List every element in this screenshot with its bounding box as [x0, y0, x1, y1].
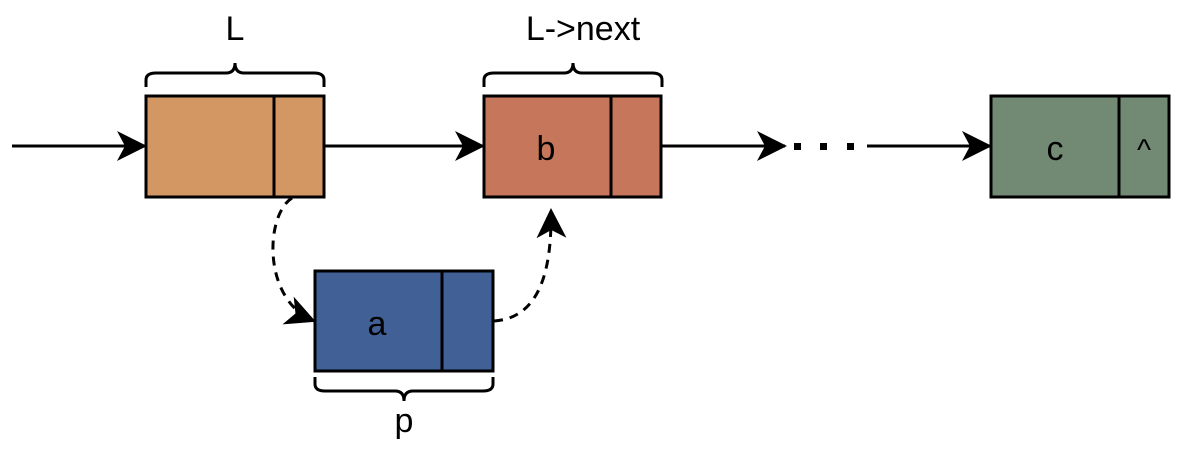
bracket-L — [144, 62, 326, 87]
edge-a-to-b-dashed — [493, 208, 567, 323]
node-L-box — [144, 94, 326, 199]
bracket-p — [313, 377, 495, 402]
node-c: c ^ — [989, 94, 1171, 199]
node-a-data: a — [368, 305, 387, 343]
node-b-box — [482, 94, 663, 199]
bracket-L-next — [482, 62, 664, 87]
ellipsis-dots — [794, 143, 854, 150]
node-b-data: b — [537, 130, 556, 168]
node-L: L — [144, 10, 326, 199]
node-c-box — [989, 94, 1171, 199]
node-b: b L->next — [482, 10, 664, 199]
edge-L-to-a-dashed — [271, 196, 316, 325]
node-c-data: c — [1047, 130, 1064, 168]
node-a-box — [313, 269, 495, 373]
label-p: p — [395, 402, 414, 440]
label-L-next: L->next — [526, 10, 641, 48]
node-c-null-pointer: ^ — [1137, 134, 1151, 167]
node-a: a p — [313, 269, 495, 440]
label-L: L — [226, 10, 245, 48]
